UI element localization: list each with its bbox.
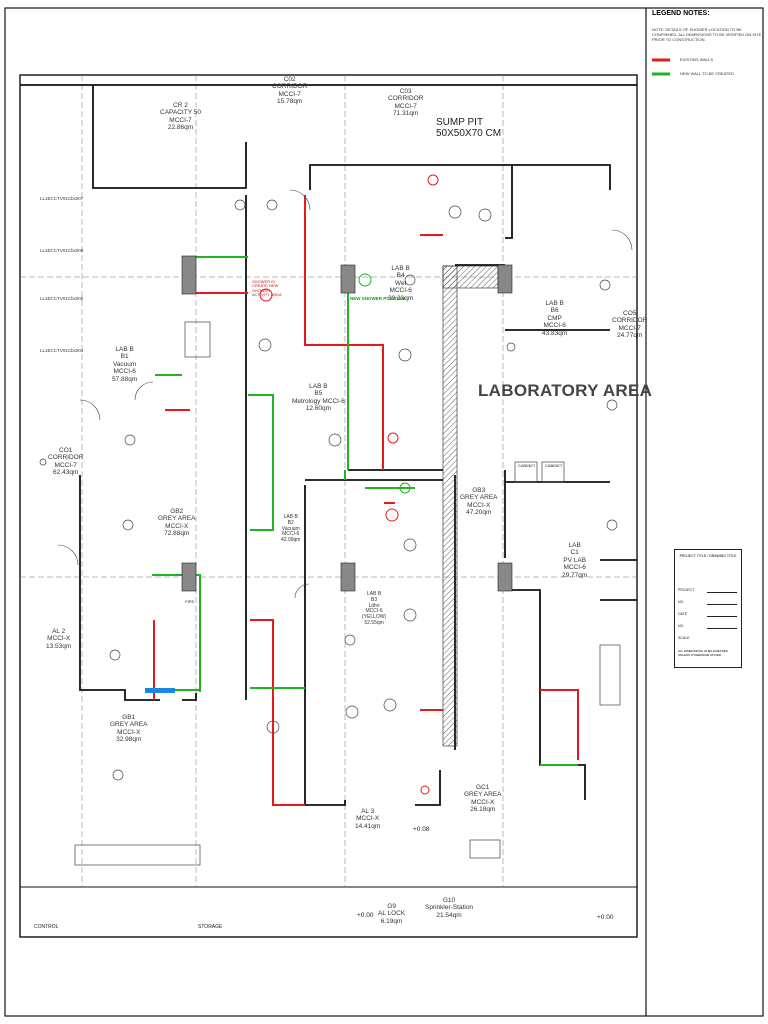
legend-existing-walls: EXISTING WALLS xyxy=(680,57,714,62)
title-block-row-5: SCALE xyxy=(678,636,690,640)
title-block-row-2: NO. xyxy=(678,600,685,604)
level-marker-2: +0.00 xyxy=(357,912,374,919)
sump-pit-line2: 50X50X70 CM xyxy=(436,128,502,139)
shower-red-note: SHOWER IS CREATE NEW SHOWER ACTIVITY ARE… xyxy=(252,279,282,298)
cabinet-label-2: CABINET xyxy=(545,463,563,468)
cctv-label-006: LL1ECCTV01Cbx006 xyxy=(40,248,84,253)
legend-note: NOTE: DETAILS OF SHOWER LOCATION TO BE C… xyxy=(652,27,762,42)
bottom-storage-label: STORAGE xyxy=(198,924,223,930)
sump-pit-label: SUMP PIT 50X50X70 CM xyxy=(436,117,501,139)
pipe-label: PIPE xyxy=(185,599,195,604)
bottom-control-label: CONTROL xyxy=(34,924,59,930)
title-block-header: PROJECT TITLE / DRAWING TITLE xyxy=(679,554,737,558)
sump-pit-line1: SUMP PIT xyxy=(436,117,484,128)
level-marker-1: +0.08 xyxy=(413,826,430,833)
cctv-label-007: LL1ECCTV01Cbx007 xyxy=(40,196,84,201)
laboratory-area-label: LABORATORY AREA xyxy=(478,381,653,400)
level-marker-3: +0.00 xyxy=(597,914,614,921)
title-block-footer: ALL DIMENSIONS IN MILLIMETRES UNLESS OTH… xyxy=(678,649,728,657)
cabinet-label-1: CABINET xyxy=(518,463,536,468)
title-block-row-1: PROJECT xyxy=(678,588,695,592)
title-block: PROJECT TITLE / DRAWING TITLE PROJECT NO… xyxy=(674,549,742,668)
title-block-row-4: NO. xyxy=(678,624,685,628)
legend-title: LEGEND NOTES: xyxy=(652,10,710,17)
cctv-label-004: LL1ECCTV01Cbx004 xyxy=(40,348,84,353)
cctv-label-005: LL1ECCTV01Cbx005 xyxy=(40,296,84,301)
title-block-row-3: DATE xyxy=(678,612,688,616)
legend-new-walls: NEW WALL TO BE CREATED xyxy=(680,71,734,76)
new-shower-position-label: NEW SHOWER POSITION xyxy=(350,296,405,301)
